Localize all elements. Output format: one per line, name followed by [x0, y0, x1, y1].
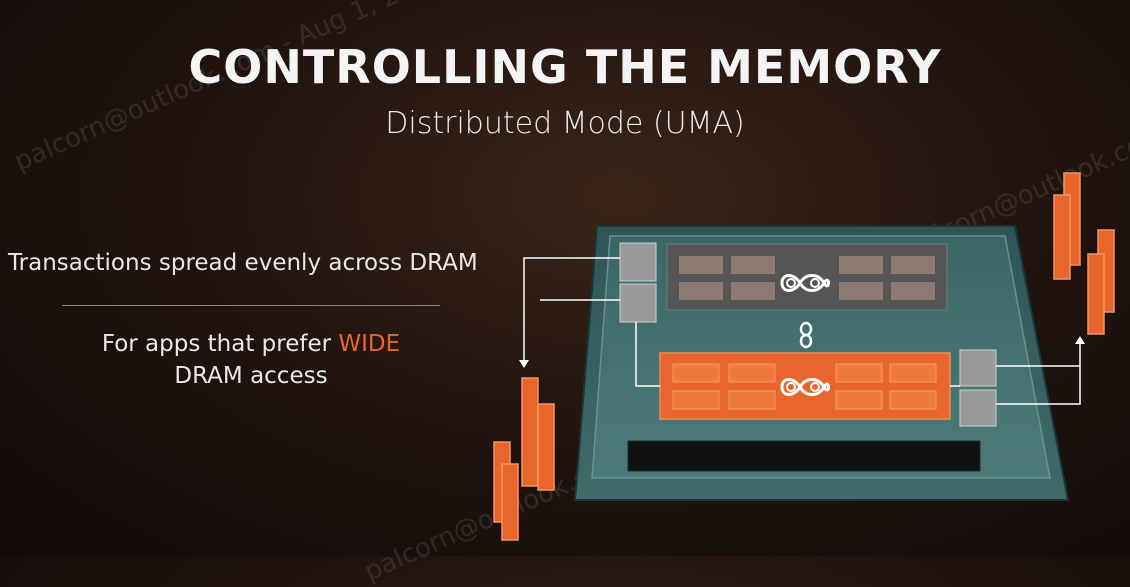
divider-line [62, 305, 440, 306]
arrow-down-icon [519, 360, 529, 368]
arrow-up-icon [1075, 336, 1085, 344]
io-bar [627, 440, 981, 472]
wide-highlight: WIDE [338, 331, 401, 357]
point-transactions-spread: Transactions spread evenly across DRAM [8, 250, 478, 276]
infinity-fabric-icon [780, 378, 830, 396]
dram-sticks-right [1053, 172, 1115, 335]
infinity-fabric-icon [780, 274, 830, 292]
die-orange [659, 352, 951, 420]
slide-title: CONTROLLING THE MEMORY [188, 40, 942, 94]
die-gray [666, 243, 948, 311]
dram-sticks-left [493, 377, 555, 541]
processor-diagram [493, 172, 1115, 541]
point-wide-dram-access: For apps that prefer WIDE DRAM access [62, 328, 440, 392]
memory-controller-left [619, 242, 657, 323]
slide-subtitle: Distributed Mode (UMA) [385, 106, 745, 141]
point2-prefix: For apps that prefer [101, 331, 339, 357]
point2-suffix: DRAM access [174, 363, 328, 389]
infinity-link-icon [799, 321, 813, 349]
memory-controller-right [959, 349, 997, 427]
routing-lines [523, 257, 1081, 405]
